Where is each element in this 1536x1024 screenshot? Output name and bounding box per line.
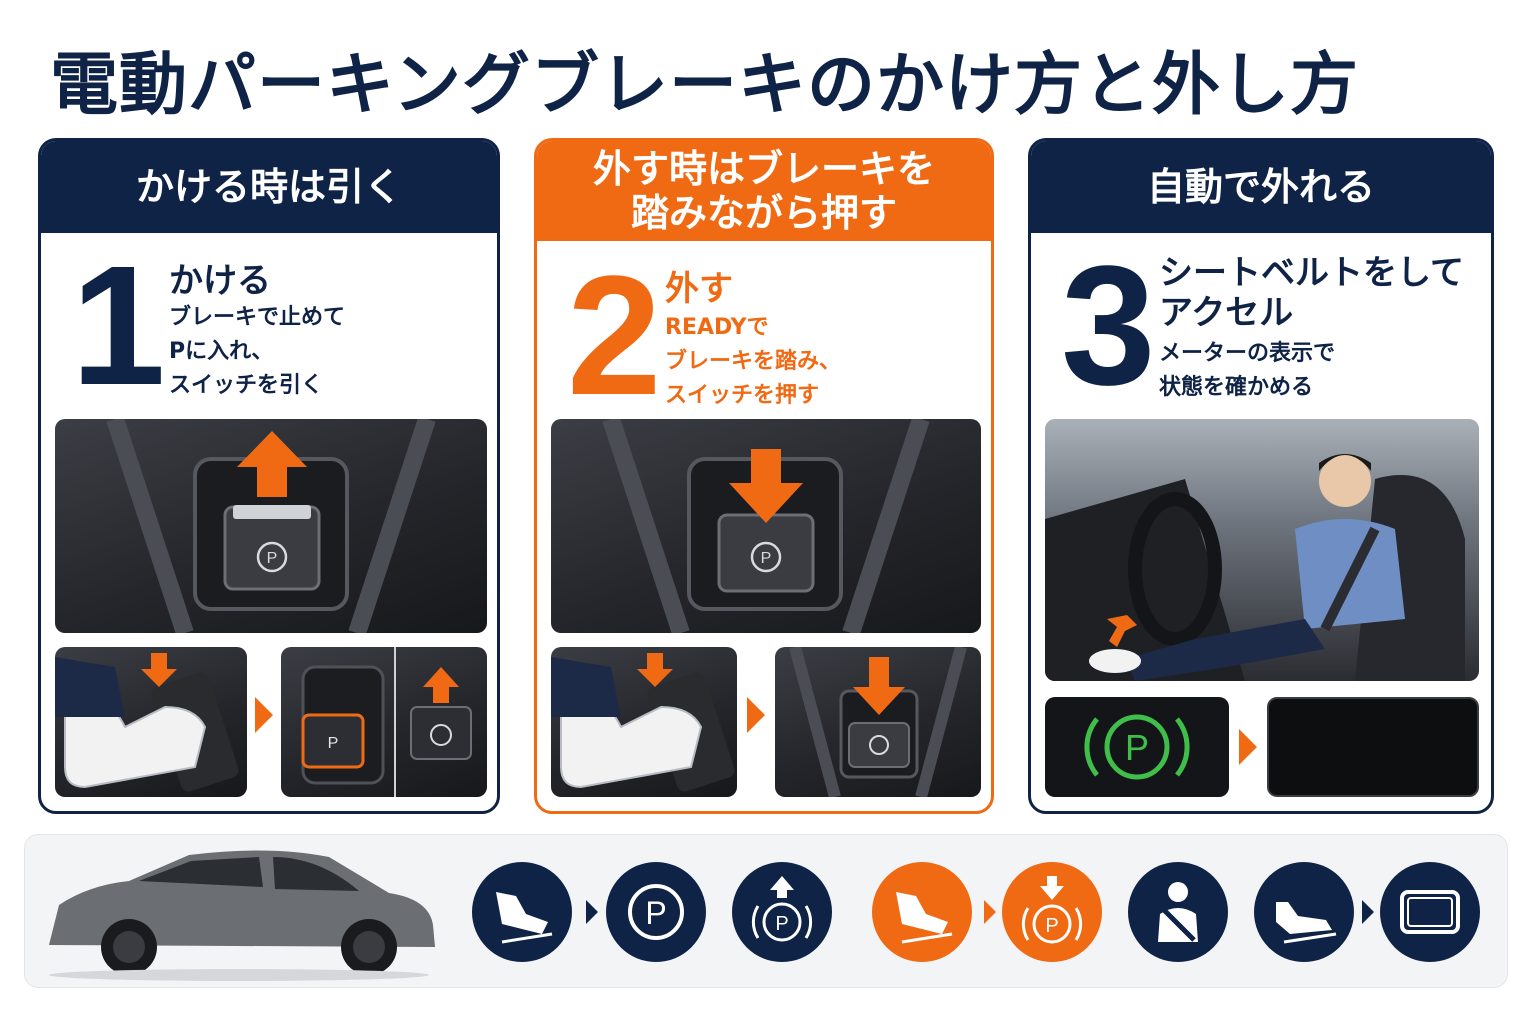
step-number: 3 <box>1061 231 1156 421</box>
meter-indicator-on: P <box>1045 697 1229 797</box>
step-card-auto-release: 自動で外れる 3 シートベルトをして アクセル メーターの表示で 状態を確かめる… <box>1028 138 1494 814</box>
page-title: 電動パーキングブレーキのかけ方と外し方 <box>50 46 1359 125</box>
svg-text:P: P <box>761 550 772 567</box>
driver-photo <box>1045 419 1479 681</box>
shift-p-illustration: P <box>301 647 472 797</box>
card-header: 外す時はブレーキを 踏みながら押す <box>537 141 991 241</box>
step-description: メーターの表示で 状態を確かめる <box>1159 341 1336 400</box>
svg-text:P: P <box>267 550 278 567</box>
parking-switch-pull-illustration: P <box>106 419 436 633</box>
step-description: ブレーキで止めて Pに入れ、 スイッチを引く <box>169 305 346 398</box>
parking-push-icon: P <box>1002 862 1102 962</box>
foot-on-brake-illustration <box>551 653 735 792</box>
next-arrow-icon <box>1239 729 1257 765</box>
svg-text:P: P <box>1045 915 1058 937</box>
step-card-release: 外す時はブレーキを 踏みながら押す 2 外す READYで ブレーキを踏み、 ス… <box>534 138 994 814</box>
brake-pedal-photo <box>55 647 247 797</box>
car-illustration <box>49 850 435 981</box>
switch-photo: P <box>55 419 487 633</box>
parking-indicator-green-icon: P <box>1084 714 1190 780</box>
accelerator-icon <box>1254 862 1354 962</box>
step-title: シートベルトをして アクセル <box>1159 253 1464 333</box>
next-arrow-icon <box>984 900 996 924</box>
switch-photo: P <box>551 419 981 633</box>
card-header: かける時は引く <box>41 141 497 233</box>
shift-p-photo: P <box>281 647 487 797</box>
next-arrow-icon <box>1362 900 1374 924</box>
switch-push-closeup-illustration <box>789 647 967 797</box>
brake-pedal-icon <box>872 862 972 962</box>
parking-p-icon: P <box>606 862 706 962</box>
next-arrow-icon <box>586 900 598 924</box>
step-description: READYで ブレーキを踏み、 スイッチを押す <box>665 315 842 408</box>
switch-push-photo <box>775 647 981 797</box>
parking-switch-push-illustration: P <box>602 419 930 633</box>
parking-pull-icon: P <box>732 862 832 962</box>
step-title: 外す <box>665 269 733 309</box>
svg-text:P: P <box>1125 727 1149 768</box>
svg-text:P: P <box>645 895 666 931</box>
driver-seatbelt-illustration <box>1045 454 1465 681</box>
next-arrow-icon <box>747 697 765 733</box>
brake-pedal-icon <box>472 862 572 962</box>
brake-pedal-photo <box>551 647 737 797</box>
meter-display-icon <box>1380 862 1480 962</box>
step-number: 2 <box>567 241 662 431</box>
card-header: 自動で外れる <box>1031 141 1491 233</box>
step-card-apply: かける時は引く 1 かける ブレーキで止めて Pに入れ、 スイッチを引く P <box>38 138 500 814</box>
step-number: 1 <box>71 231 166 421</box>
meter-indicator-off <box>1267 697 1479 797</box>
seatbelt-icon <box>1128 862 1228 962</box>
svg-text:P: P <box>775 913 788 935</box>
shift-p-label: P <box>328 735 339 752</box>
foot-on-brake-illustration <box>55 653 239 792</box>
next-arrow-icon <box>255 697 273 733</box>
step-title: かける <box>169 261 271 301</box>
